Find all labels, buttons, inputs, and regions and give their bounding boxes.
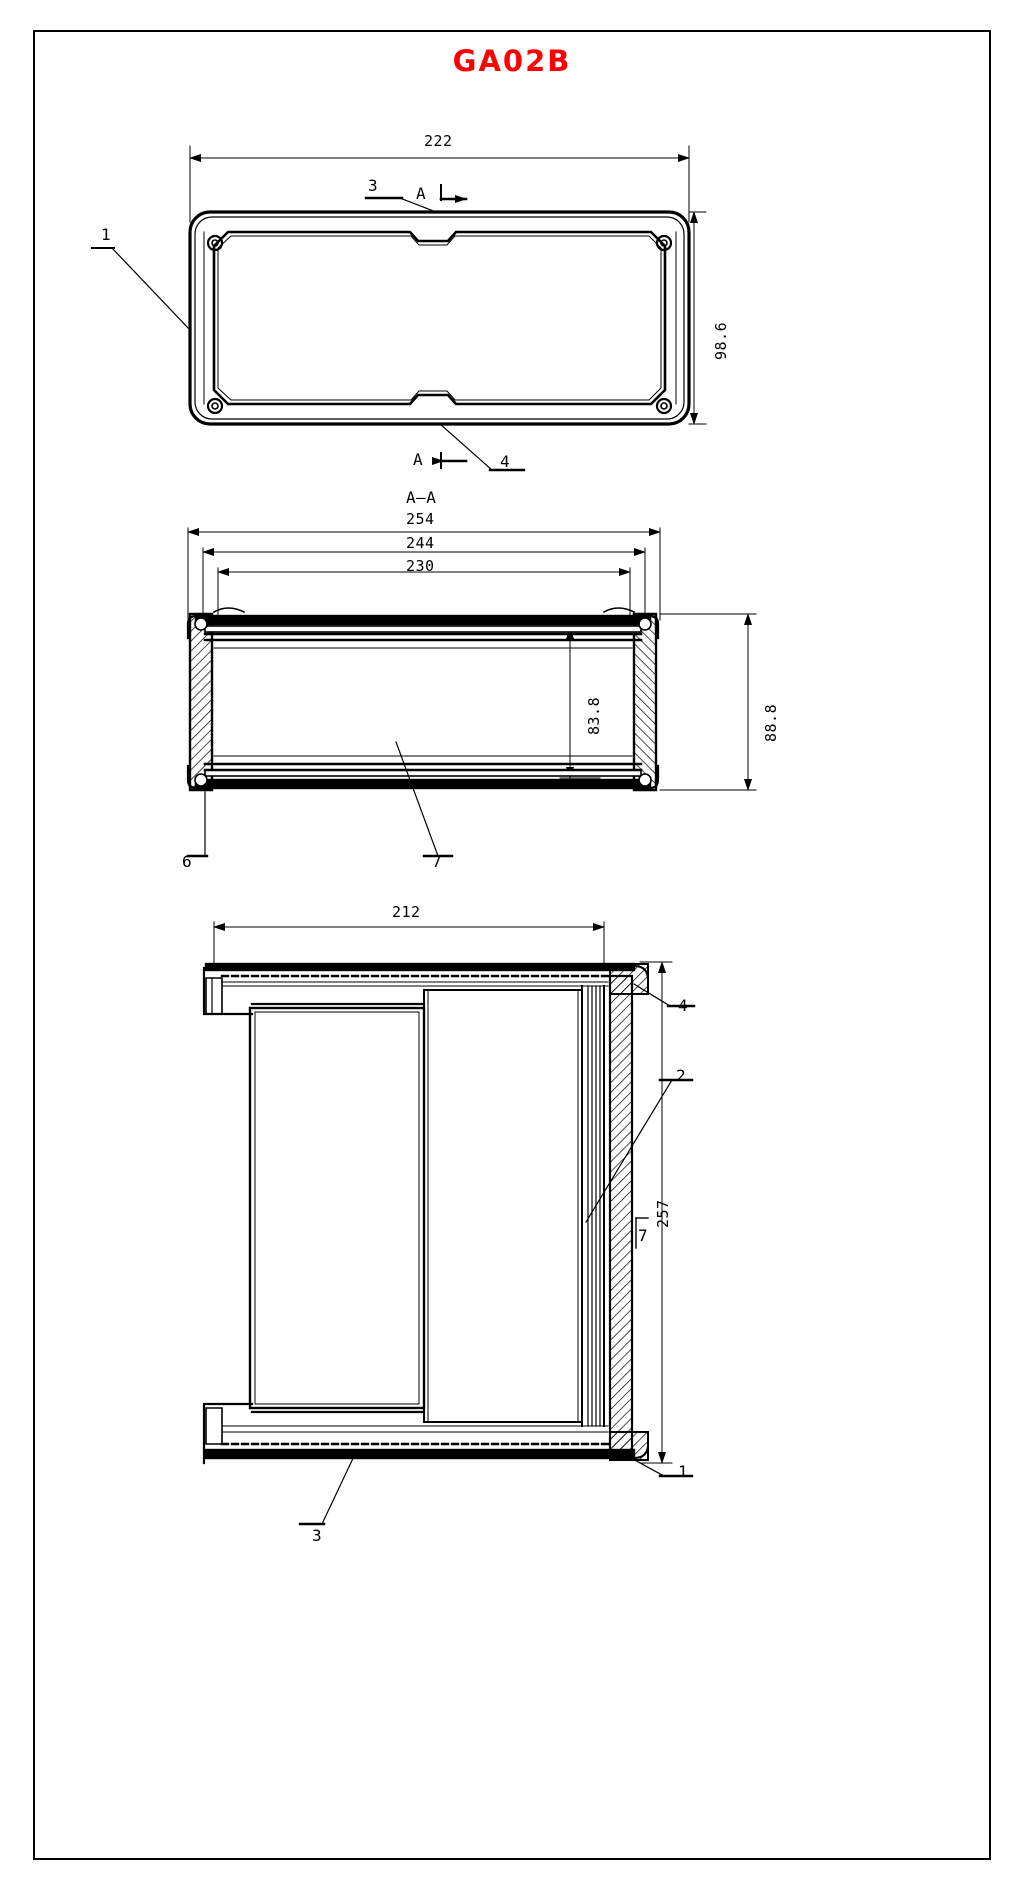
balloon-1-front-view: 1 xyxy=(678,1462,688,1481)
dimension-254: 254 xyxy=(406,510,435,528)
dimension-212: 212 xyxy=(392,903,421,921)
balloon-3-front-view: 3 xyxy=(312,1526,322,1545)
balloon-2-front-view: 2 xyxy=(676,1066,686,1085)
balloon-6-section-aa: 6 xyxy=(182,852,192,871)
dimension-83-8: 83.8 xyxy=(585,696,603,735)
page-title: GA02B xyxy=(452,44,572,78)
dimension-244: 244 xyxy=(406,534,435,552)
balloon-7-section-aa: 7 xyxy=(432,852,442,871)
balloon-4-top-view: 4 xyxy=(500,452,510,471)
drawing-border xyxy=(33,30,991,1860)
dimension-222: 222 xyxy=(424,132,453,150)
dimension-98-6: 98.6 xyxy=(712,321,730,360)
section-mark-a-top: A xyxy=(416,184,427,203)
balloon-7-front-view: 7 xyxy=(638,1226,648,1245)
section-mark-a-bottom: A xyxy=(413,450,424,469)
section-view-label-aa: A—A xyxy=(406,488,437,507)
balloon-1-top-view: 1 xyxy=(101,225,111,244)
dimension-88-8: 88.8 xyxy=(762,703,780,742)
dimension-230: 230 xyxy=(406,557,435,575)
balloon-3-top-view: 3 xyxy=(368,176,378,195)
balloon-4-front-view: 4 xyxy=(678,996,688,1015)
dimension-257: 257 xyxy=(654,1199,672,1228)
